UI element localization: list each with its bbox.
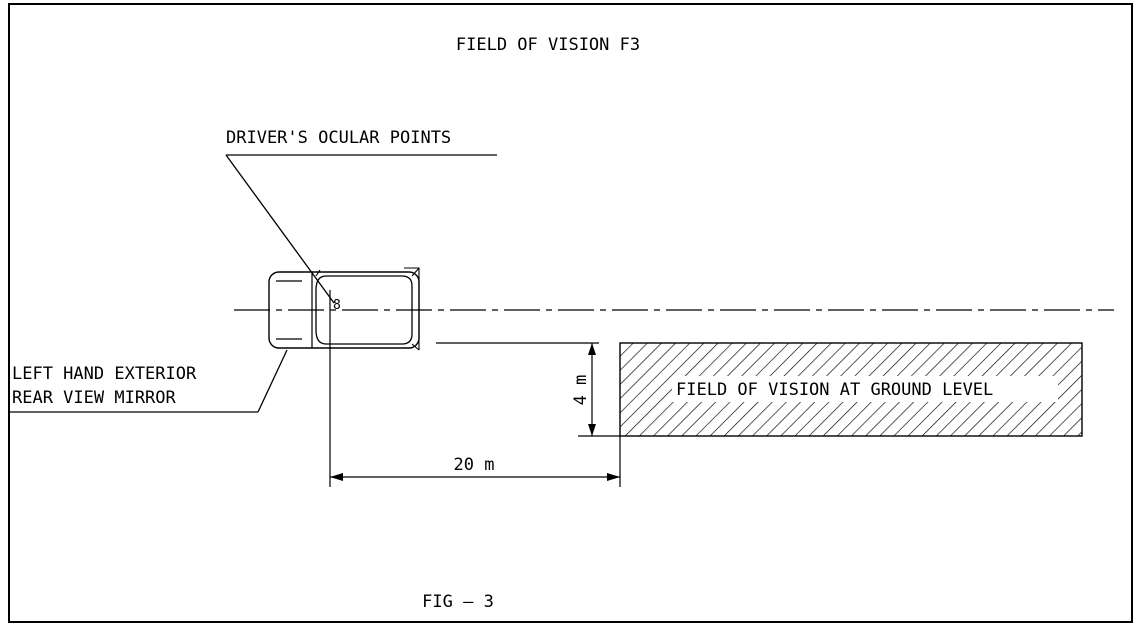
mirror-label-line2: REAR VIEW MIRROR [12, 388, 177, 408]
mirror-leader-line [257, 349, 288, 413]
field-of-vision-label: FIELD OF VISION AT GROUND LEVEL [676, 380, 993, 400]
eye-point-marker: 8 [333, 298, 341, 313]
vehicle-cab [315, 275, 413, 345]
figure-caption: FIG — 3 [422, 592, 494, 612]
diagram-title: FIELD OF VISION F3 [456, 35, 640, 55]
distance-dimension: 20 m [330, 436, 621, 487]
width-dimension: 4 m [571, 343, 620, 437]
ocular-leader-line [225, 154, 335, 304]
distance-dimension-label: 20 m [454, 455, 495, 475]
mirror-label-line1: LEFT HAND EXTERIOR [12, 364, 197, 384]
field-label-background [672, 376, 1058, 402]
ocular-points-label: DRIVER'S OCULAR POINTS [226, 128, 451, 148]
width-dimension-label: 4 m [571, 375, 591, 406]
vehicle: 8 [268, 267, 420, 351]
drawing-frame [8, 3, 1133, 623]
